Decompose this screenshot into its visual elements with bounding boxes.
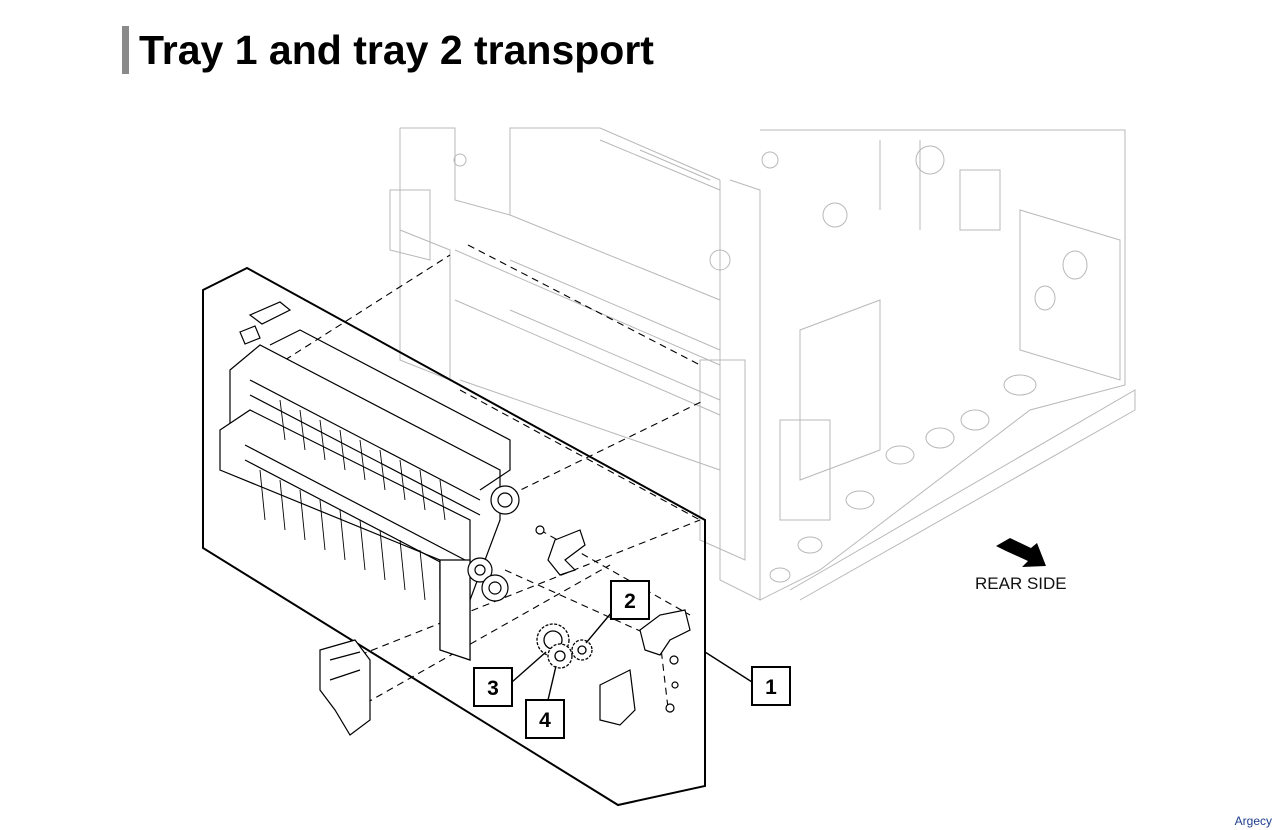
transport-unit	[219, 329, 511, 661]
gear-assembly	[536, 623, 593, 669]
watermark-text: Argecy	[1234, 814, 1272, 828]
title-accent-bar	[122, 26, 129, 74]
callout-4: 4	[525, 665, 565, 739]
page-title: Tray 1 and tray 2 transport	[139, 27, 654, 73]
alignment-lines	[284, 244, 706, 716]
callout-1-label: 1	[765, 676, 777, 699]
rear-side-label: REAR SIDE	[975, 574, 1067, 593]
drive-bracket	[599, 609, 691, 726]
rear-arrow-icon	[996, 538, 1046, 567]
callout-2: 2	[585, 580, 650, 644]
side-cover	[319, 639, 371, 736]
callout-3-label: 3	[487, 677, 499, 700]
callout-4-label: 4	[539, 709, 551, 732]
bracket	[535, 525, 586, 576]
sensor-actuator	[239, 301, 292, 345]
callout-3: 3	[473, 651, 547, 707]
printer-frame	[389, 127, 1136, 601]
callout-1: 1	[704, 651, 791, 706]
unit-drive-gears	[467, 485, 520, 602]
callout-2-label: 2	[624, 590, 636, 613]
rear-side-indicator: REAR SIDE	[975, 538, 1067, 593]
exploded-view-frame	[202, 266, 706, 807]
